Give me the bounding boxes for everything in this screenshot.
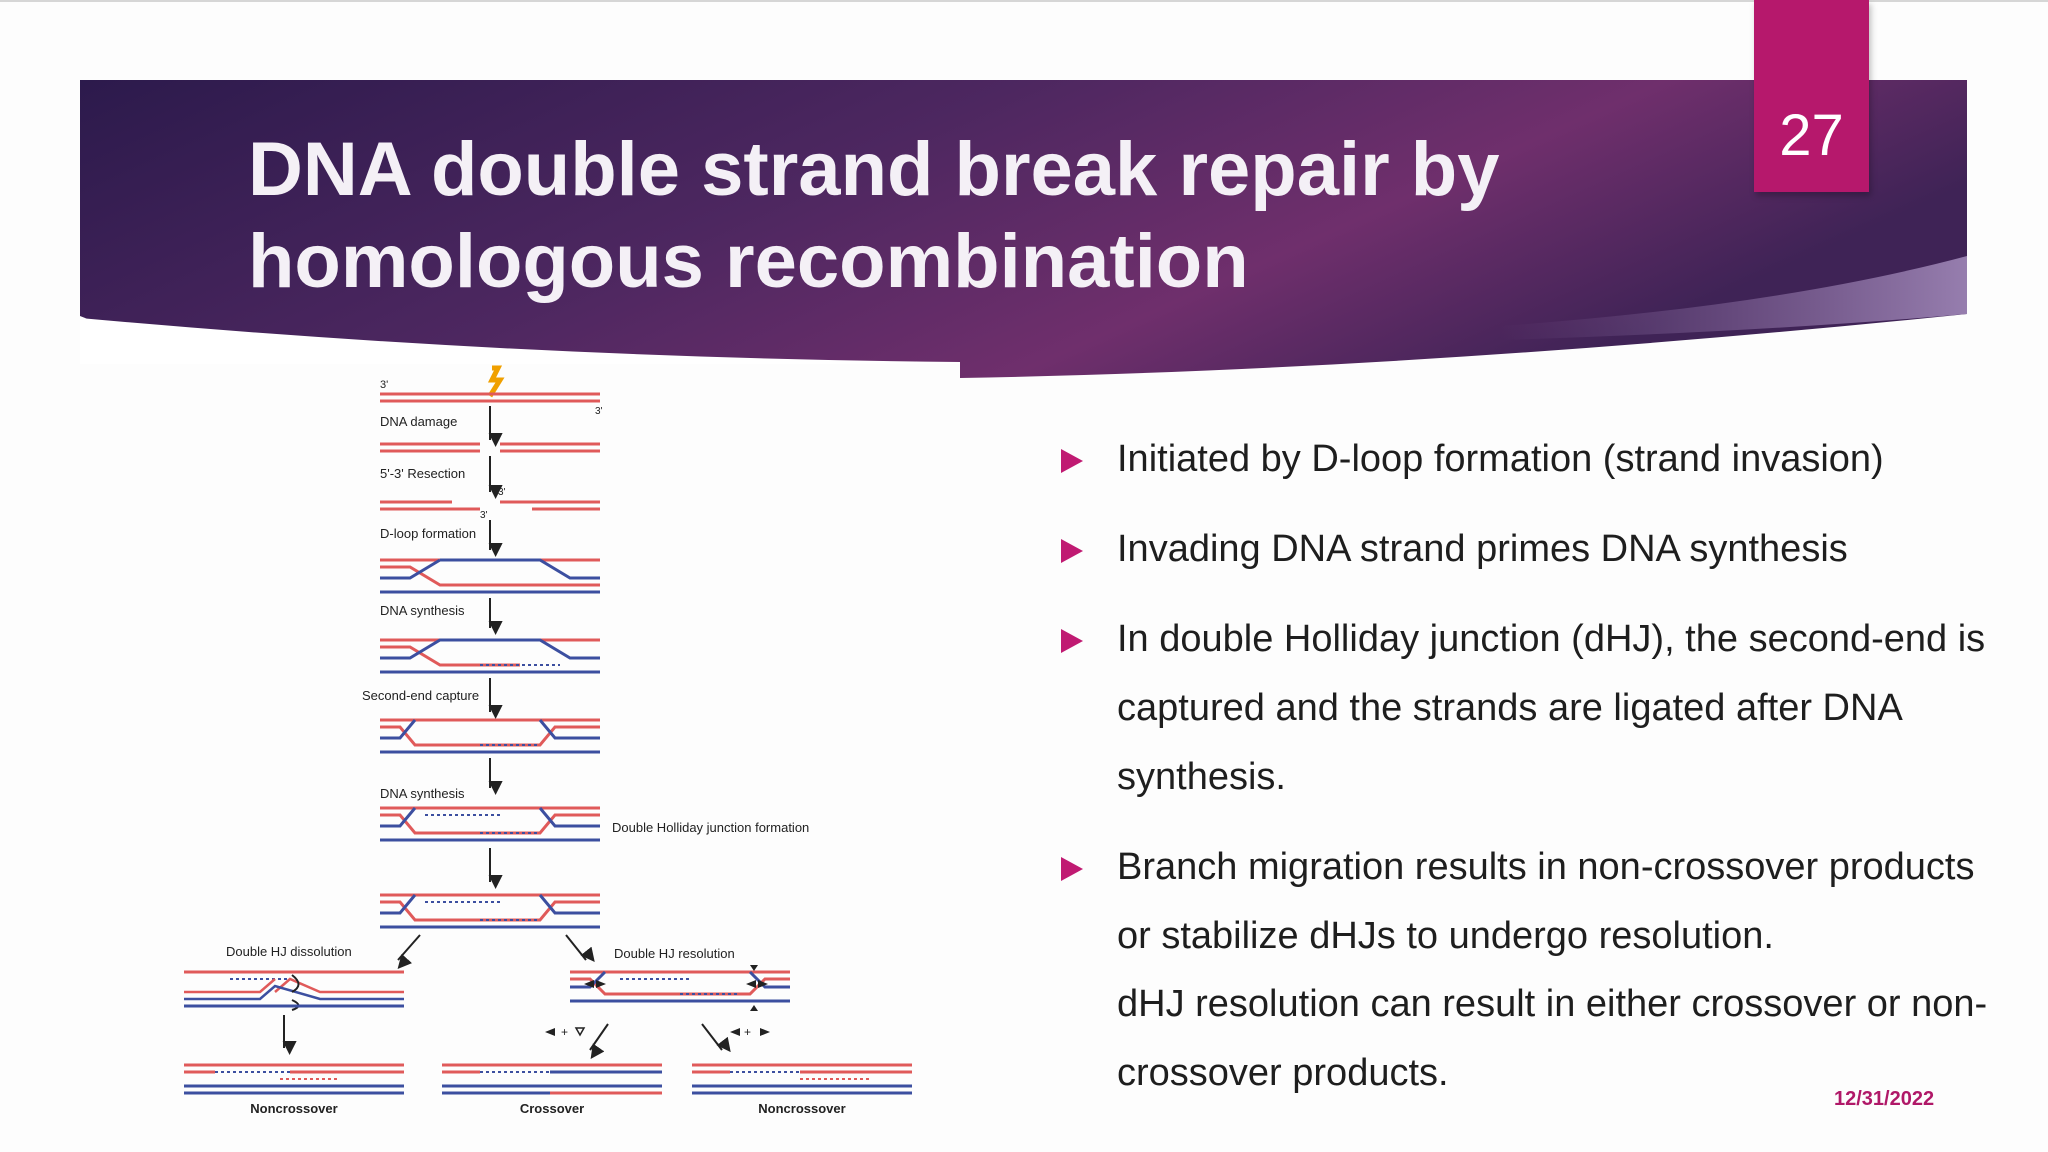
outcome-noncrossover-2: Noncrossover <box>758 1101 845 1116</box>
bullet-item: Invading DNA strand primes DNA synthesis <box>1055 515 2015 584</box>
label-dhj-formation: Double Holliday junction formation <box>612 820 809 835</box>
svg-text:+: + <box>561 1025 568 1039</box>
product-noncrossover-2 <box>692 1063 912 1095</box>
bullet-item: In double Holliday junction (dHJ), the s… <box>1055 605 2015 812</box>
title-line-2: homologous recombination <box>248 219 1249 304</box>
svg-text:+: + <box>744 1025 751 1039</box>
title-line-1: DNA double strand break repair by <box>248 127 1500 212</box>
label-dloop: D-loop formation <box>380 526 476 541</box>
label-dissolution: Double HJ dissolution <box>226 944 352 959</box>
svg-text:3': 3' <box>480 510 488 521</box>
sub-paragraph: dHJ resolution can result in either cros… <box>1117 970 2017 1108</box>
svg-text:3': 3' <box>595 406 603 417</box>
label-resolution: Double HJ resolution <box>614 946 735 961</box>
dloop-structure <box>380 558 600 594</box>
slide-number: 27 <box>1779 103 1844 168</box>
bullet-arrow-icon <box>1061 449 1083 473</box>
svg-text:3': 3' <box>498 487 506 498</box>
product-noncrossover-1 <box>184 1063 404 1095</box>
bullet-arrow-icon <box>1061 629 1083 653</box>
bullet-list: Initiated by D-loop formation (strand in… <box>1055 425 2015 992</box>
bullet-arrow-icon <box>1061 857 1083 881</box>
three-prime-label: 3' <box>380 379 388 391</box>
bullet-text: captured and the strands are ligated aft… <box>1117 687 1903 729</box>
outcome-crossover: Crossover <box>520 1101 584 1116</box>
top-divider <box>0 0 2048 2</box>
sub-paragraph-line: crossover products. <box>1117 1052 1449 1094</box>
bullet-text: Branch migration results in non-crossove… <box>1117 846 1975 888</box>
bullet-item: Initiated by D-loop formation (strand in… <box>1055 425 2015 494</box>
label-resection: 5'-3' Resection <box>380 466 465 481</box>
bullet-item: Branch migration results in non-crossove… <box>1055 833 2015 971</box>
product-crossover <box>442 1063 662 1095</box>
bullet-text: Initiated by D-loop formation (strand in… <box>1117 438 1884 480</box>
bullet-text: Invading DNA strand primes DNA synthesis <box>1117 528 1848 570</box>
title-banner <box>80 80 1967 378</box>
break-bolt-icon <box>487 365 505 398</box>
bullet-text: or stabilize dHJs to undergo resolution. <box>1117 915 1774 957</box>
label-synthesis-2: DNA synthesis <box>380 786 465 801</box>
bullet-text: In double Holliday junction (dHJ), the s… <box>1117 618 1986 660</box>
label-second-end: Second-end capture <box>362 688 479 703</box>
label-dna-damage: DNA damage <box>380 414 457 429</box>
slide-date: 12/31/2022 <box>1834 1088 1935 1110</box>
bullet-text: synthesis. <box>1117 756 1286 798</box>
dhj-structure-1 <box>380 806 600 842</box>
slide-title: DNA double strand break repair by homolo… <box>248 124 1698 308</box>
label-synthesis-1: DNA synthesis <box>380 603 465 618</box>
hr-pathway-diagram: 3' 3' DNA damage 5'-3' Resection 3' 3' D… <box>184 365 912 1116</box>
bullet-arrow-icon <box>1061 539 1083 563</box>
sub-paragraph-line: dHJ resolution can result in either cros… <box>1117 983 1988 1025</box>
slide-number-tab: 27 <box>1754 0 1869 192</box>
outcome-noncrossover-1: Noncrossover <box>250 1101 337 1116</box>
